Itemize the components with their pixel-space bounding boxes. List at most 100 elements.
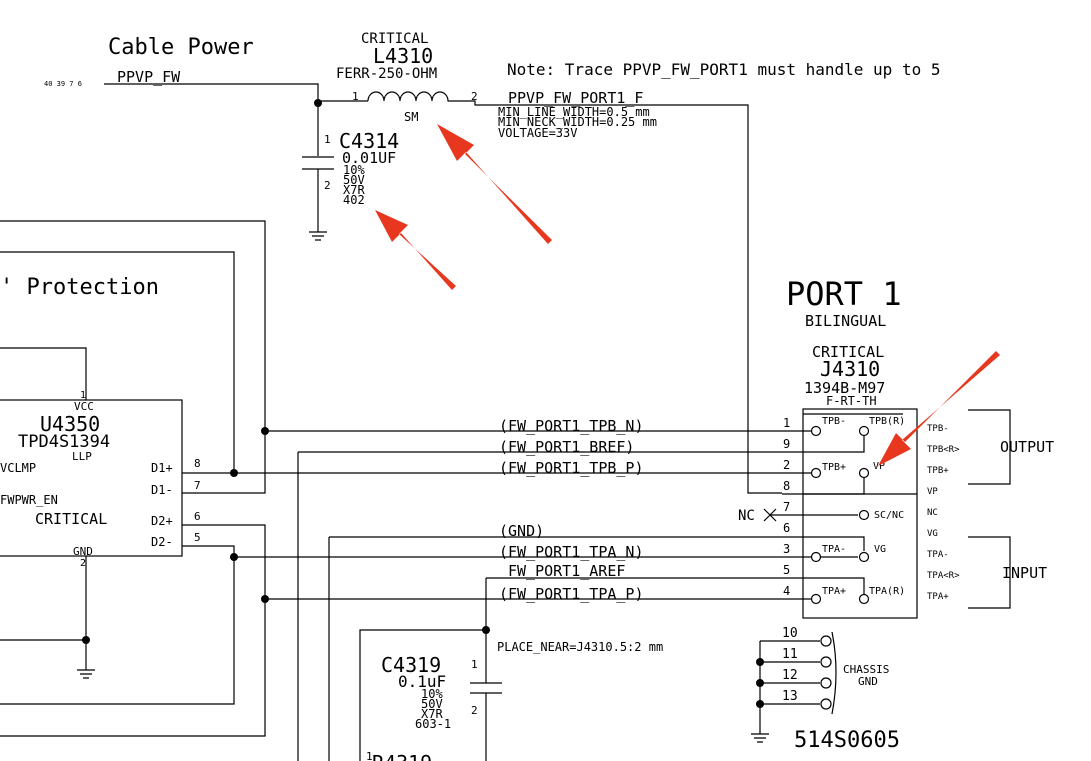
c4319-ref: C4319 <box>381 653 441 677</box>
port-ref: J4310 <box>820 357 880 381</box>
c4319-spec-diel: X7R <box>421 707 443 721</box>
inductor-pin1: 1 <box>352 90 359 103</box>
j4310-right-vp: VP <box>927 487 938 497</box>
inductor-pin2: 2 <box>471 90 478 103</box>
j4310-pin-6: 6 <box>783 521 790 535</box>
inductor-spec-line-width: MIN_LINE_WIDTH=0.5 mm <box>498 105 650 119</box>
net-tpb-n: (FW_PORT1_TPB_N) <box>499 417 644 435</box>
j4310-pin-7: 7 <box>783 500 790 514</box>
u4350-vcc: VCC <box>74 400 94 413</box>
j4310-right-tpb-r: TPB<R> <box>927 445 960 455</box>
c4314-spec-diel: X7R <box>343 183 365 197</box>
u4350-pin-num-8: 8 <box>194 457 201 470</box>
u4350-gnd-pin: 2 <box>80 558 86 569</box>
u4350-package: LLP <box>72 450 92 463</box>
j4310-right-tpa-n: TPA- <box>927 550 949 560</box>
j4310-pin-2: 2 <box>783 458 790 472</box>
port-part: 1394B-M97 <box>804 379 885 397</box>
j4310-inner-sc-nc: SC/NC <box>874 510 904 521</box>
chassis-label: CHASSIS <box>843 663 889 676</box>
net-gnd: (GND) <box>499 522 544 540</box>
j4310-inner-tpa-r: TPA(R) <box>869 586 905 597</box>
j4310-body <box>802 408 918 619</box>
power-net-refs: 40 39 7 6 <box>44 80 82 88</box>
u4350-pin-d1n: D1- <box>151 483 173 497</box>
u4350-pin-num-5: 5 <box>194 531 201 544</box>
j4310-right-tpb-p: TPB+ <box>927 466 949 476</box>
c4319-pin2: 2 <box>471 704 478 717</box>
j4310-pin-1: 1 <box>783 416 790 430</box>
j4310-right-nc: NC <box>927 508 938 518</box>
u4350-pin-d1p: D1+ <box>151 461 173 475</box>
u4350-ref: U4350 <box>40 412 100 436</box>
u4350-pin-d2p: D2+ <box>151 514 173 528</box>
u4350-pin-fwpwr-en: FWPWR_EN <box>0 493 58 507</box>
net-aref: FW_PORT1_AREF <box>508 562 625 580</box>
inductor-critical: CRITICAL <box>361 31 428 47</box>
j4310-right-tpa-p: TPA+ <box>927 592 949 602</box>
j4310-pin-5: 5 <box>783 563 790 577</box>
cable-power-title: Cable Power <box>108 35 254 60</box>
inductor-value: FERR-250-OHM <box>336 66 437 82</box>
inductor-ref: L4310 <box>373 44 433 68</box>
u4350-gnd: GND <box>73 545 93 558</box>
c4314-spec-volt: 50V <box>343 173 365 187</box>
net-bref: (FW_PORT1_BREF) <box>499 438 634 456</box>
c4319-pin1: 1 <box>471 658 478 671</box>
net-tpa-p: (FW_PORT1_TPA_P) <box>499 585 644 603</box>
j4310-inner-tpa-p: TPA+ <box>822 586 846 597</box>
chassis-pin-13: 13 <box>782 689 798 704</box>
j4310-inner-vg: VG <box>874 544 886 555</box>
net-tpb-p: (FW_PORT1_TPB_P) <box>499 459 644 477</box>
c4319-spec-tol: 10% <box>421 687 443 701</box>
power-net-label: PPVP_FW <box>117 68 181 86</box>
port-title: PORT 1 <box>786 275 902 313</box>
u4350-pin-num-7: 7 <box>194 479 201 492</box>
j4310-inner-tpb-n: TPB- <box>822 416 846 427</box>
annotation-arrow-c4314 <box>375 210 456 290</box>
c4314-pin1: 1 <box>324 133 331 146</box>
inductor-spec-neck-width: MIN_NECK_WIDTH=0.25 mm <box>498 115 657 129</box>
c4314-spec-tol: 10% <box>343 163 365 177</box>
place-near-note: PLACE_NEAR=J4310.5:2 mm <box>497 640 663 654</box>
j4310-right-tpa-r: TPA<R> <box>927 571 960 581</box>
j4310-pin-4: 4 <box>783 584 790 598</box>
annotation-arrow-vp <box>878 351 1000 466</box>
j4310-inner-tpa-n: TPA- <box>822 544 846 555</box>
j4310-pin-8: 8 <box>783 479 790 493</box>
r4319-ref-partial: R4319 <box>372 751 432 761</box>
j4310-inner-vp: VP <box>873 461 885 472</box>
part-number: 514S0605 <box>794 728 900 753</box>
port-subtitle: BILINGUAL <box>805 312 886 330</box>
r4319-pin1: 1 <box>366 750 373 761</box>
nc-label: NC <box>738 508 755 524</box>
c4319-value: 0.1uF <box>398 672 446 691</box>
chassis-pin-10: 10 <box>782 626 798 641</box>
j4310-inner-tpb-r: TPB(R) <box>869 416 905 427</box>
c4314-pin2: 2 <box>324 179 331 192</box>
c4314-value: 0.01UF <box>342 149 396 167</box>
u4350-pin-vclmp: VCLMP <box>0 461 36 475</box>
input-label: INPUT <box>1002 564 1047 582</box>
u4350-critical: CRITICAL <box>35 510 107 528</box>
j4310-right-vg: VG <box>927 529 938 539</box>
inductor-package: SM <box>404 110 418 124</box>
note-text: Note: Trace PPVP_FW_PORT1 must handle up… <box>507 60 940 79</box>
inductor-net-label: PPVP_FW_PORT1_F <box>508 89 643 107</box>
c4314-ref: C4314 <box>339 129 399 153</box>
chassis-pin-11: 11 <box>782 647 798 662</box>
port-critical: CRITICAL <box>812 343 884 361</box>
u4350-part: TPD4S1394 <box>18 432 110 452</box>
j4310-pin-9: 9 <box>783 437 790 451</box>
port-package: F-RT-TH <box>826 394 877 408</box>
u4350-pin-d2n: D2- <box>151 535 173 549</box>
j4310-right-tpb-n: TPB- <box>927 424 949 434</box>
c4319-spec-volt: 50V <box>421 697 443 711</box>
u4350-pin-num-6: 6 <box>194 510 201 523</box>
u4350-vcc-pin: 1 <box>80 390 86 401</box>
c4314-spec-pkg: 402 <box>343 193 365 207</box>
output-label: OUTPUT <box>1000 438 1054 456</box>
annotation-arrow-inductor <box>437 124 552 244</box>
net-tpa-n: (FW_PORT1_TPA_N) <box>499 543 644 561</box>
